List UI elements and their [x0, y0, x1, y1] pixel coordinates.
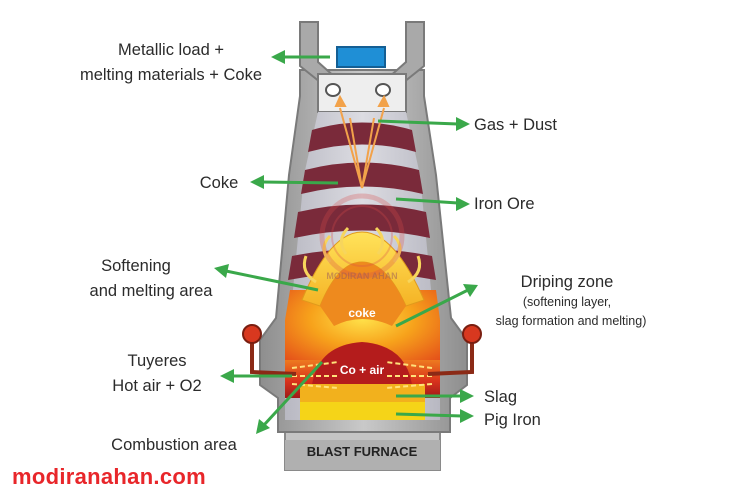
- label-driping-sub-1: (softening layer,: [523, 295, 611, 309]
- website-brand: modiranahan.com: [12, 464, 206, 489]
- furnace-base-shade: [285, 440, 440, 470]
- arrow-pig-iron: [395, 409, 474, 423]
- label-slag: Slag: [484, 388, 517, 406]
- coke-band-1: [308, 122, 416, 152]
- tuyere-ring-left: [242, 324, 262, 344]
- slag-layer: [300, 384, 425, 402]
- arrow-metallic-load: [271, 50, 330, 64]
- arrow-combustion: [256, 360, 324, 434]
- label-gas-dust: Gas + Dust: [474, 116, 557, 134]
- coke-band-3: [294, 204, 430, 238]
- arrow-softening: [214, 264, 319, 292]
- label-softening-1: Softening: [101, 257, 171, 275]
- throat-hole-left: [325, 83, 341, 97]
- arrow-slag: [396, 389, 474, 403]
- arrow-iron-ore: [395, 197, 470, 211]
- charging-hopper: [336, 46, 386, 68]
- coke-band-2: [301, 162, 423, 194]
- bustle-pipe-left: [250, 338, 297, 376]
- label-tuyeres-1: Tuyeres: [128, 352, 187, 370]
- label-coke: Coke: [200, 174, 239, 192]
- nameplate: BLAST FURNACE: [307, 444, 418, 459]
- raceway: [312, 342, 412, 385]
- arrow-gas-dust: [377, 117, 470, 131]
- watermark-text: MODIRAN AHAN: [326, 271, 397, 281]
- watermark-logo: [319, 193, 405, 279]
- bustle-pipe-right: [427, 338, 474, 376]
- label-combustion: Combustion area: [111, 436, 237, 454]
- label-metallic-load-2: melting materials + Coke: [80, 66, 262, 84]
- coke-core: [320, 262, 406, 326]
- inner-label-coke: coke: [348, 306, 376, 320]
- inner-label-co-air: Co + air: [340, 363, 385, 377]
- label-pig-iron: Pig Iron: [484, 411, 541, 429]
- label-tuyeres-2: Hot air + O2: [112, 377, 201, 395]
- label-driping-zone: Driping zone: [521, 273, 614, 291]
- label-iron-ore: Iron Ore: [474, 195, 535, 213]
- arrow-driping: [395, 284, 478, 328]
- label-metallic-load-1: Metallic load +: [118, 41, 224, 59]
- rising-heat-arrows: [302, 226, 422, 284]
- throat-hole-right: [375, 83, 391, 97]
- tuyere-ring-right: [462, 324, 482, 344]
- label-driping-sub-2: slag formation and melting): [496, 314, 647, 328]
- pig-iron-layer: [300, 402, 425, 420]
- arrow-coke: [250, 175, 339, 189]
- label-softening-2: and melting area: [90, 282, 214, 300]
- arrow-tuyeres: [220, 369, 292, 383]
- callout-arrows: [214, 50, 478, 434]
